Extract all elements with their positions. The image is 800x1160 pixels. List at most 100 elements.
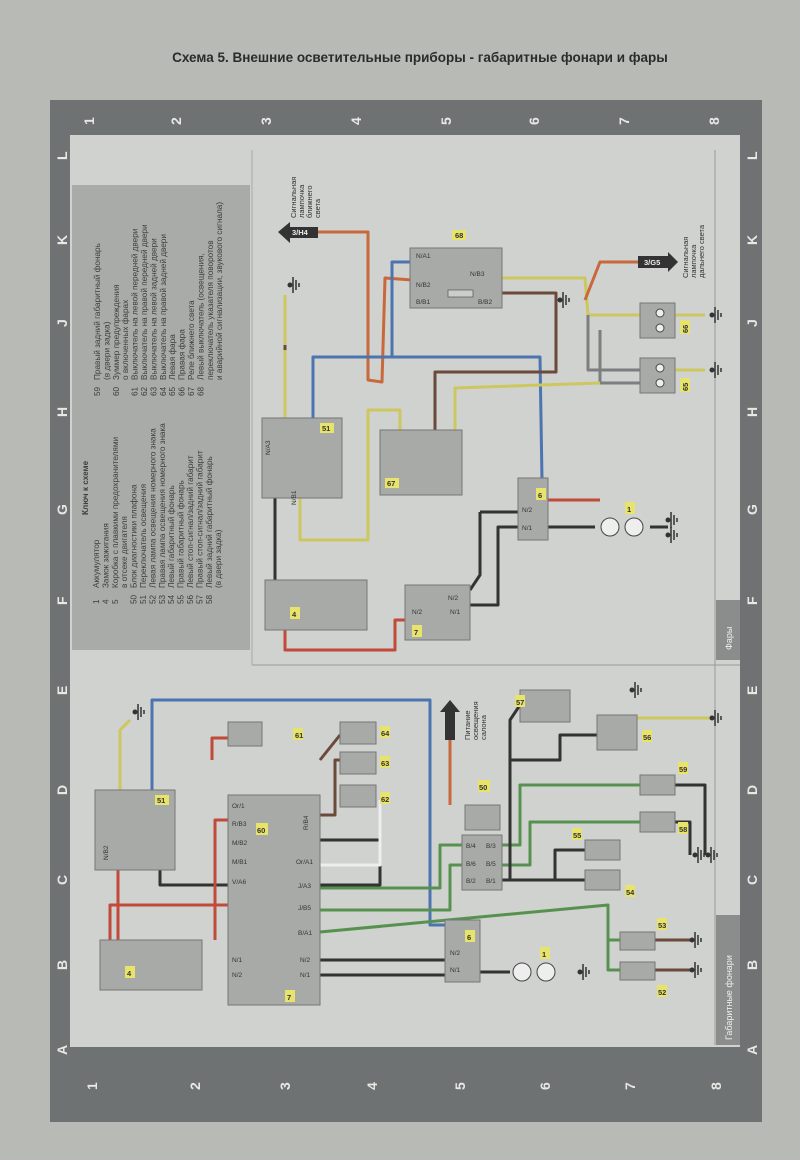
pin-label: B/5 xyxy=(486,861,496,868)
grid-number-bottom: 1 xyxy=(84,1082,100,1090)
pin-label: B/6 xyxy=(466,861,476,868)
pin-label: N/2 xyxy=(450,950,461,957)
ground-icon xyxy=(629,682,642,698)
legend-item: Правый задний габаритный фонарь xyxy=(93,243,102,380)
tag-7: 7 xyxy=(287,993,291,1002)
legend-number: 64 xyxy=(159,386,168,396)
legend-number: 5 xyxy=(111,599,120,604)
ground-icon xyxy=(692,847,705,863)
pin-label: J/A3 xyxy=(298,883,311,890)
grid-number-top: 7 xyxy=(616,117,632,125)
tag-68: 68 xyxy=(455,231,463,240)
tag-4: 4 xyxy=(292,610,297,619)
tag-51: 51 xyxy=(157,796,165,805)
ground-icon xyxy=(709,307,722,323)
pin-label: N/1 xyxy=(300,972,311,979)
tag-56: 56 xyxy=(643,733,651,742)
door-switch-62 xyxy=(339,784,377,808)
lamp-56 xyxy=(596,714,638,751)
pin-label: V/A6 xyxy=(232,879,246,886)
grid-letter-right: B xyxy=(744,960,760,970)
ignition-switch-4-bottom xyxy=(99,939,203,991)
grid-number-top: 6 xyxy=(526,117,542,125)
battery-plus-icon xyxy=(512,962,532,982)
legend-item: Левый задний габаритный фонарь xyxy=(205,456,214,588)
legend-item: о включенных фарах xyxy=(121,300,130,380)
legend-item: (в двери задка) xyxy=(214,529,223,588)
legend-box xyxy=(72,185,250,650)
legend-number: 52 xyxy=(148,594,157,604)
tag-1: 1 xyxy=(542,950,546,959)
legend-item: переключатель указателя поворотов xyxy=(206,240,215,380)
legend-item: Переключатель освещения xyxy=(139,484,148,588)
grid-number-bottom: 5 xyxy=(452,1082,468,1090)
grid-number-bottom: 8 xyxy=(708,1082,724,1090)
low-beam-indicator-label: ближнего xyxy=(305,185,314,218)
legend-item: (в двери задка) xyxy=(102,321,111,380)
ground-icon xyxy=(132,704,145,720)
page-title: Схема 5. Внешние осветительные приборы -… xyxy=(172,50,668,65)
tag-52: 52 xyxy=(658,988,666,997)
legend-item: Левая лампа освещения номерного знака xyxy=(148,428,157,588)
pin-label: B/B1 xyxy=(416,299,430,306)
legend-number: 58 xyxy=(205,594,214,604)
grid-number-bottom: 4 xyxy=(364,1082,380,1090)
legend-item: Левый стоп-сигнал/задний габарит xyxy=(186,455,195,588)
grid-letter-right: C xyxy=(744,875,760,885)
grid-letter-left: H xyxy=(54,407,70,417)
legend-number: 55 xyxy=(177,594,186,604)
high-beam-indicator-label: лампочка xyxy=(689,244,698,278)
sidelights-circuit: 51 N/B2 4 60 7 Or/1 R/B3 M/B2 M/B1 V/A6 … xyxy=(94,689,710,1006)
pin-label: N/2 xyxy=(522,507,533,514)
ref-arrow-g5 xyxy=(638,252,678,272)
tag-53: 53 xyxy=(658,921,666,930)
tag-7: 7 xyxy=(414,628,418,637)
grid-number-top: 2 xyxy=(168,117,184,125)
grid-number-top: 8 xyxy=(706,117,722,125)
ground-icon xyxy=(689,932,702,948)
legend-number: 4 xyxy=(101,599,110,604)
headlights-circuit: 68 N/A1 N/B3 N/B2 B/B1 B/B2 3/H4 Сигналь… xyxy=(261,177,706,652)
tag-67: 67 xyxy=(387,479,395,488)
interior-feed-label: Питание xyxy=(463,710,472,740)
pin-label: M/B2 xyxy=(232,840,248,847)
pin-label: N/1 xyxy=(232,957,243,964)
lamp-53 xyxy=(619,931,656,951)
section-strip-top xyxy=(716,600,740,660)
legend-title: Ключ к схеме xyxy=(81,460,90,515)
pin-label: N/B2 xyxy=(103,845,110,860)
tag-59: 59 xyxy=(679,765,687,774)
grid-number-top: 3 xyxy=(258,117,274,125)
pin-label: N/2 xyxy=(232,972,243,979)
interior-feed-arrow xyxy=(440,700,460,740)
low-beam-indicator-label: Сигнальная xyxy=(289,177,298,218)
ground-icon xyxy=(287,277,300,293)
legend-item: Левая фара xyxy=(168,334,177,380)
ref-g5: 3/G5 xyxy=(644,258,660,267)
legend-number: 67 xyxy=(187,386,196,396)
tag-54: 54 xyxy=(626,888,635,897)
grid-letter-right: L xyxy=(744,151,760,160)
tag-63: 63 xyxy=(381,759,389,768)
legend-number: 66 xyxy=(178,386,187,396)
grid-number-bottom: 3 xyxy=(277,1082,293,1090)
legend-item: Блок диагностики плафона xyxy=(130,484,139,588)
tag-51: 51 xyxy=(322,424,330,433)
pin-label: M/B1 xyxy=(232,859,248,866)
fusebox-7-bottom xyxy=(227,794,321,1006)
legend-item: Замок зажигания xyxy=(101,523,110,588)
headlamp-65 xyxy=(639,357,676,394)
door-switch-61 xyxy=(227,721,263,747)
grid-letter-left: B xyxy=(54,960,70,970)
section-label-headlights: Фары xyxy=(724,627,734,650)
grid-letter-right: K xyxy=(744,235,760,245)
grid-letter-left: J xyxy=(54,319,70,327)
legend-item: Выключатель на левой передней двери xyxy=(131,229,140,380)
grid-number-top: 4 xyxy=(348,117,364,125)
door-switch-63 xyxy=(339,751,377,775)
legend-item: Выключатель на правой передней двери xyxy=(140,224,149,380)
grid-letter-left: G xyxy=(54,504,70,515)
lamp-59 xyxy=(639,774,676,796)
connector-50 xyxy=(461,834,503,891)
